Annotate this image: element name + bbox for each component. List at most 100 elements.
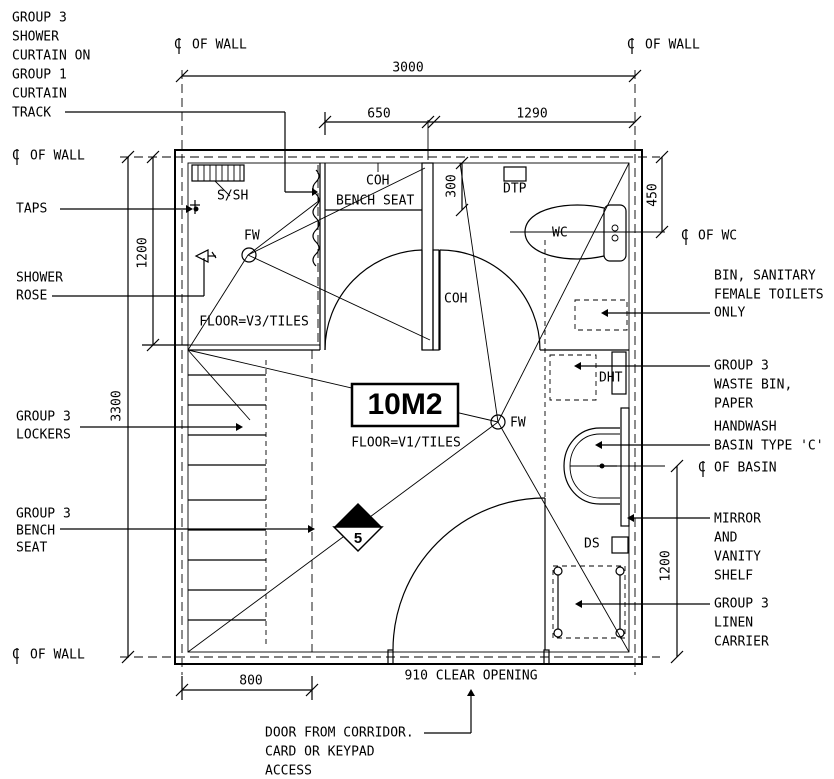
- dim-300: 300: [445, 174, 460, 197]
- floor-shower-label: FLOOR=V3/TILES: [199, 315, 309, 330]
- cl-basin: OF BASIN: [714, 461, 777, 476]
- s-sh-label: S/SH: [217, 189, 248, 204]
- curtain-track-icon: [312, 169, 320, 267]
- callout-shower-rose: SHOWER ROSE: [16, 271, 63, 304]
- area-box: [350, 382, 460, 428]
- svg-text:ROSE: ROSE: [16, 289, 47, 304]
- ds-label: DS: [584, 537, 600, 552]
- dim-1290: 1290: [516, 107, 547, 122]
- svg-text:AND: AND: [714, 531, 738, 546]
- svg-text:SHELF: SHELF: [714, 569, 753, 584]
- centerline-symbols: C OF WALL C OF WALL C OF WALL C OF WALL …: [12, 38, 777, 664]
- svg-text:CURTAIN: CURTAIN: [12, 87, 67, 102]
- svg-text:BENCH: BENCH: [16, 524, 55, 539]
- shower-fixtures: [190, 163, 422, 267]
- room-tag-number: 5: [354, 530, 362, 547]
- callout-group3-shower-curtain: GROUP 3 SHOWER CURTAIN ON GROUP 1 CURTAI…: [12, 11, 90, 121]
- svg-text:CURTAIN ON: CURTAIN ON: [12, 49, 90, 64]
- callout-group3-waste-bin: GROUP 3 WASTE BIN, PAPER: [714, 359, 792, 412]
- svg-text:DOOR FROM CORRIDOR.: DOOR FROM CORRIDOR.: [265, 726, 414, 741]
- svg-text:SEAT: SEAT: [16, 541, 47, 556]
- dim-3000: 3000: [392, 61, 423, 76]
- dimension-lines: [121, 69, 684, 700]
- callout-taps: TAPS: [16, 202, 47, 217]
- svg-text:FEMALE TOILETS: FEMALE TOILETS: [714, 288, 824, 303]
- svg-text:SHOWER: SHOWER: [12, 30, 59, 45]
- svg-text:ONLY: ONLY: [714, 306, 745, 321]
- svg-text:C: C: [627, 38, 635, 53]
- dim-1200-right: 1200: [659, 550, 674, 581]
- cl-wc: OF WC: [698, 229, 737, 244]
- dim-650: 650: [367, 107, 390, 122]
- cl-icon: C: [12, 149, 20, 165]
- taps-icon: [190, 200, 200, 214]
- floor-main-label: FLOOR=V1/TILES: [351, 436, 461, 451]
- floor-fall-lines: [187, 162, 630, 653]
- callout-group3-linen: GROUP 3 LINEN CARRIER: [714, 597, 769, 650]
- linen-carrier-icon: [552, 565, 626, 639]
- clear-opening-label: 910 CLEAR OPENING: [404, 669, 537, 684]
- basin-icon: [563, 427, 620, 505]
- leader-lines: [52, 111, 710, 734]
- svg-text:C: C: [698, 461, 706, 476]
- cl-icon: C: [698, 461, 706, 477]
- floor-waste-icon: [241, 247, 257, 263]
- dim-450: 450: [646, 183, 661, 206]
- cl-icon: C: [174, 38, 182, 54]
- shower-rose-icon: [194, 249, 217, 263]
- cl-wall-top-right: OF WALL: [645, 38, 700, 53]
- room-tag: 5: [332, 503, 384, 553]
- bench-seat-label: BENCH SEAT: [336, 194, 414, 209]
- svg-text:CARD OR KEYPAD: CARD OR KEYPAD: [265, 745, 375, 760]
- svg-text:C: C: [12, 149, 20, 164]
- callout-group3-lockers: GROUP 3 LOCKERS: [16, 410, 71, 443]
- svg-text:BIN, SANITARY: BIN, SANITARY: [714, 269, 816, 284]
- room-area: 10M2: [367, 388, 442, 421]
- dim-3300: 3300: [110, 390, 125, 421]
- svg-text:SHOWER: SHOWER: [16, 271, 63, 286]
- shelf-hatch-icon: [197, 165, 241, 181]
- svg-text:WASTE BIN,: WASTE BIN,: [714, 378, 792, 393]
- svg-text:VANITY: VANITY: [714, 550, 761, 565]
- cl-wall-left-top: OF WALL: [30, 149, 85, 164]
- svg-text:LINEN: LINEN: [714, 616, 753, 631]
- svg-text:PAPER: PAPER: [714, 397, 753, 412]
- svg-text:GROUP 3: GROUP 3: [12, 11, 67, 26]
- wc-fixtures: [503, 166, 630, 639]
- svg-text:GROUP 3: GROUP 3: [16, 507, 71, 522]
- floor-waste-main-icon: [490, 414, 506, 430]
- svg-text:CARRIER: CARRIER: [714, 635, 769, 650]
- svg-text:C: C: [12, 648, 20, 663]
- lockers: [188, 360, 267, 645]
- svg-text:GROUP 3: GROUP 3: [16, 410, 71, 425]
- svg-text:MIRROR: MIRROR: [714, 512, 761, 527]
- cl-icon: C: [627, 38, 635, 54]
- callout-group3-bench-seat: GROUP 3 BENCH SEAT: [16, 507, 71, 556]
- svg-text:GROUP 3: GROUP 3: [714, 597, 769, 612]
- wc-icon: [524, 204, 627, 262]
- fw-label-shower: FW: [244, 229, 260, 244]
- center-lines: [120, 70, 665, 675]
- coh-label-top: COH: [366, 174, 389, 189]
- svg-text:LOCKERS: LOCKERS: [16, 428, 71, 443]
- callout-mirror-vanity: MIRROR AND VANITY SHELF: [714, 512, 761, 584]
- svg-text:C: C: [681, 229, 689, 244]
- dht-label: DHT: [599, 371, 623, 386]
- room-walls: [174, 149, 643, 665]
- cl-icon: C: [12, 648, 20, 664]
- dim-1200-left: 1200: [136, 237, 151, 268]
- coh-label-mid: COH: [444, 292, 467, 307]
- svg-text:TRACK: TRACK: [12, 106, 51, 121]
- dim-800: 800: [239, 674, 262, 689]
- svg-text:BASIN TYPE 'C': BASIN TYPE 'C': [714, 439, 824, 454]
- svg-text:GROUP 1: GROUP 1: [12, 68, 67, 83]
- svg-text:HANDWASH: HANDWASH: [714, 420, 777, 435]
- cl-wall-left-bottom: OF WALL: [30, 648, 85, 663]
- callout-door-from-corridor: DOOR FROM CORRIDOR. CARD OR KEYPAD ACCES…: [265, 726, 414, 779]
- svg-text:GROUP 3: GROUP 3: [714, 359, 769, 374]
- cl-icon: C: [681, 229, 689, 245]
- wc-label: WC: [552, 226, 568, 241]
- callout-handwash-basin: HANDWASH BASIN TYPE 'C': [714, 420, 824, 454]
- fw-label-main: FW: [510, 416, 526, 431]
